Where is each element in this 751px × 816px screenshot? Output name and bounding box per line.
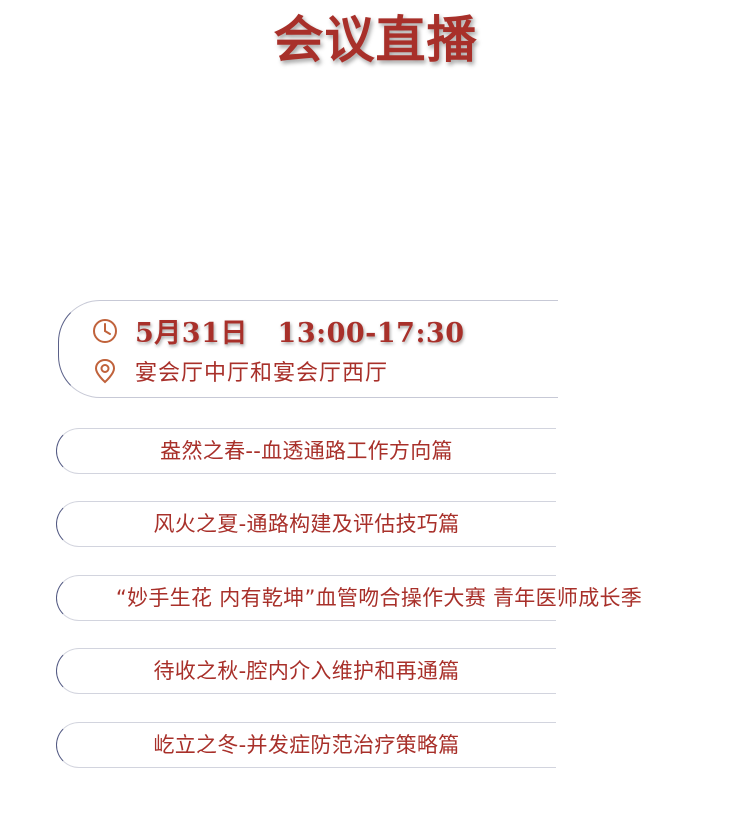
session-label: 待收之秋-腔内介入维护和再通篇 <box>153 659 460 683</box>
session-label: 盎然之春--血透通路工作方向篇 <box>160 439 453 463</box>
session-item-summer[interactable]: 风火之夏-通路构建及评估技巧篇 <box>56 501 556 547</box>
meeting-info-card: 5月31日 13:00-17:30 宴会厅中厅和宴会厅西厅 <box>58 300 558 398</box>
session-item-autumn[interactable]: 待收之秋-腔内介入维护和再通篇 <box>56 648 556 694</box>
session-label: “妙手生花 内有乾坤”血管吻合操作大赛 青年医师成长季 <box>115 586 643 610</box>
session-item-winter[interactable]: 屹立之冬-并发症防范治疗策略篇 <box>56 722 556 768</box>
session-label: 风火之夏-通路构建及评估技巧篇 <box>153 512 460 536</box>
meeting-location: 宴会厅中厅和宴会厅西厅 <box>135 361 389 386</box>
meeting-time: 5月31日 13:00-17:30 <box>135 318 465 349</box>
meeting-time-row: 5月31日 13:00-17:30 <box>91 311 465 350</box>
location-pin-icon <box>91 357 119 385</box>
session-label: 屹立之冬-并发症防范治疗策略篇 <box>153 733 460 757</box>
session-item-spring[interactable]: 盎然之春--血透通路工作方向篇 <box>56 428 556 474</box>
meeting-location-row: 宴会厅中厅和宴会厅西厅 <box>91 355 388 387</box>
clock-icon <box>91 317 119 345</box>
page-title: 会议直播 <box>273 10 478 69</box>
session-item-competition[interactable]: “妙手生花 内有乾坤”血管吻合操作大赛 青年医师成长季 <box>56 575 642 621</box>
